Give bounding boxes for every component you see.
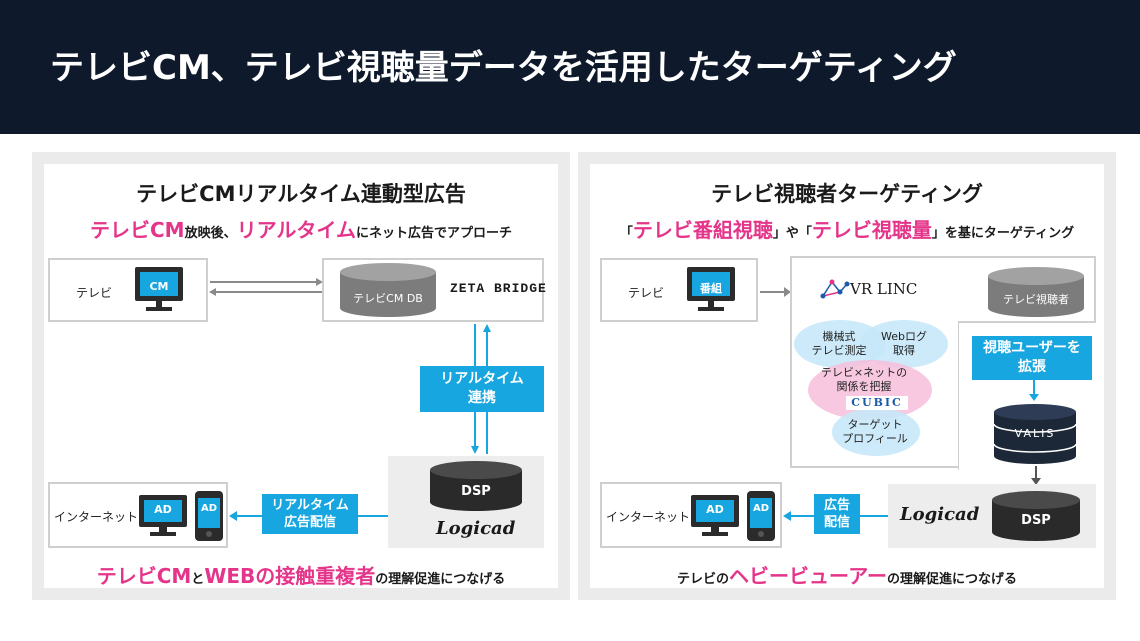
ad-text: AD (154, 503, 172, 516)
page-title: テレビCM、テレビ視聴量データを活用したターゲティング (50, 48, 957, 88)
bidirectional-arrows (209, 278, 323, 296)
vrlinc-network-icon (820, 279, 850, 299)
logicad-logo: Logicad (436, 518, 516, 539)
valis-label: VALIS (1014, 427, 1056, 440)
tv-monitor-icon (687, 267, 735, 311)
note-text: の理解促進につなげる (887, 572, 1018, 587)
internet-label: インターネット (54, 510, 139, 524)
dsp-database-icon (430, 461, 522, 511)
logicad-logo: Logicad (900, 504, 980, 525)
subtitle-highlight: テレビCM (89, 218, 185, 242)
ad-text: AD (706, 503, 724, 516)
tv-to-vrlinc-arrow (760, 287, 791, 297)
note-highlight: テレビCM (96, 564, 192, 588)
tv-screen-text: 番組 (700, 282, 722, 295)
note-text: と (191, 572, 205, 587)
expand-arrow (1029, 380, 1039, 401)
subtitle-text: 放映後、 (184, 226, 237, 241)
realtime-link-label: リアルタイム 連携 (420, 366, 544, 412)
internet-label: インターネット (606, 510, 691, 524)
dsp-label: DSP (461, 484, 491, 499)
subtitle-highlight: テレビ番組視聴 (632, 218, 773, 242)
tv-monitor-icon (135, 267, 183, 311)
db-label: テレビCM DB (353, 292, 423, 305)
valis-arrow (1031, 466, 1041, 485)
ad-text: AD (200, 503, 218, 514)
venn-relation: テレビ×ネットの 関係を把握 (820, 366, 908, 393)
right-subtitle: 「テレビ番組視聴」や「テレビ視聴量」を基にターゲティング (590, 214, 1104, 243)
zeta-bridge-logo: ZETA BRIDGE (450, 281, 547, 296)
valis-database-icon (993, 404, 1077, 464)
venn-diagram (794, 320, 948, 456)
note-text: の理解促進につなげる (375, 572, 506, 587)
desktop-ad-icon (691, 495, 739, 536)
subtitle-text: 」や「 (772, 226, 812, 241)
tv-label: テレビ (628, 286, 665, 300)
database-icon (340, 263, 436, 317)
venn-target-profile: ターゲット プロフィール (842, 418, 908, 445)
vrlinc-logo: VR LINC (850, 280, 918, 298)
dsp-database-icon (992, 491, 1080, 541)
dsp-label: DSP (1021, 513, 1051, 528)
ad-delivery-label: 広告 配信 (814, 494, 860, 534)
expand-users-label: 視聴ユーザーを 拡張 (972, 336, 1092, 380)
right-bottom-note: テレビのヘビービューアーの理解促進につなげる (590, 560, 1104, 589)
viewer-db-label: テレビ視聴者 (1003, 293, 1069, 306)
left-panel-title: テレビCMリアルタイム連動型広告 (136, 182, 466, 206)
venn-weblog: Webログ 取得 (881, 330, 927, 357)
subtitle-text: 」を基にターゲティング (931, 226, 1075, 241)
realtime-delivery-label: リアルタイム 広告配信 (262, 494, 358, 534)
smartphone-ad-icon (195, 491, 223, 541)
venn-mechanical-measurement: 機械式 テレビ測定 (811, 330, 867, 357)
subtitle-text: にネット広告でアプローチ (356, 226, 513, 241)
subtitle-highlight: テレビ視聴量 (811, 218, 932, 242)
note-highlight: WEBの接触重複者 (204, 564, 376, 588)
tv-label: テレビ (76, 286, 113, 300)
desktop-ad-icon (139, 495, 187, 536)
subtitle-highlight: リアルタイム (236, 218, 356, 242)
note-highlight: ヘビービューアー (729, 564, 887, 588)
left-subtitle: テレビCM放映後、リアルタイムにネット広告でアプローチ (44, 214, 558, 243)
cubic-logo: CUBIC (851, 396, 903, 409)
left-bottom-note: テレビCMとWEBの接触重複者の理解促進につなげる (44, 560, 558, 589)
ad-text: AD (752, 503, 770, 514)
left-tv-box (48, 258, 208, 322)
vrlinc-notch-border (958, 321, 1096, 470)
note-text: テレビの (676, 572, 729, 587)
subtitle-text: 「 (619, 226, 633, 241)
smartphone-ad-icon (747, 491, 775, 541)
right-panel-title: テレビ視聴者ターゲティング (711, 182, 983, 206)
header-bar (0, 0, 1140, 134)
viewer-database-icon (988, 267, 1084, 317)
tv-screen-text: CM (149, 280, 169, 293)
